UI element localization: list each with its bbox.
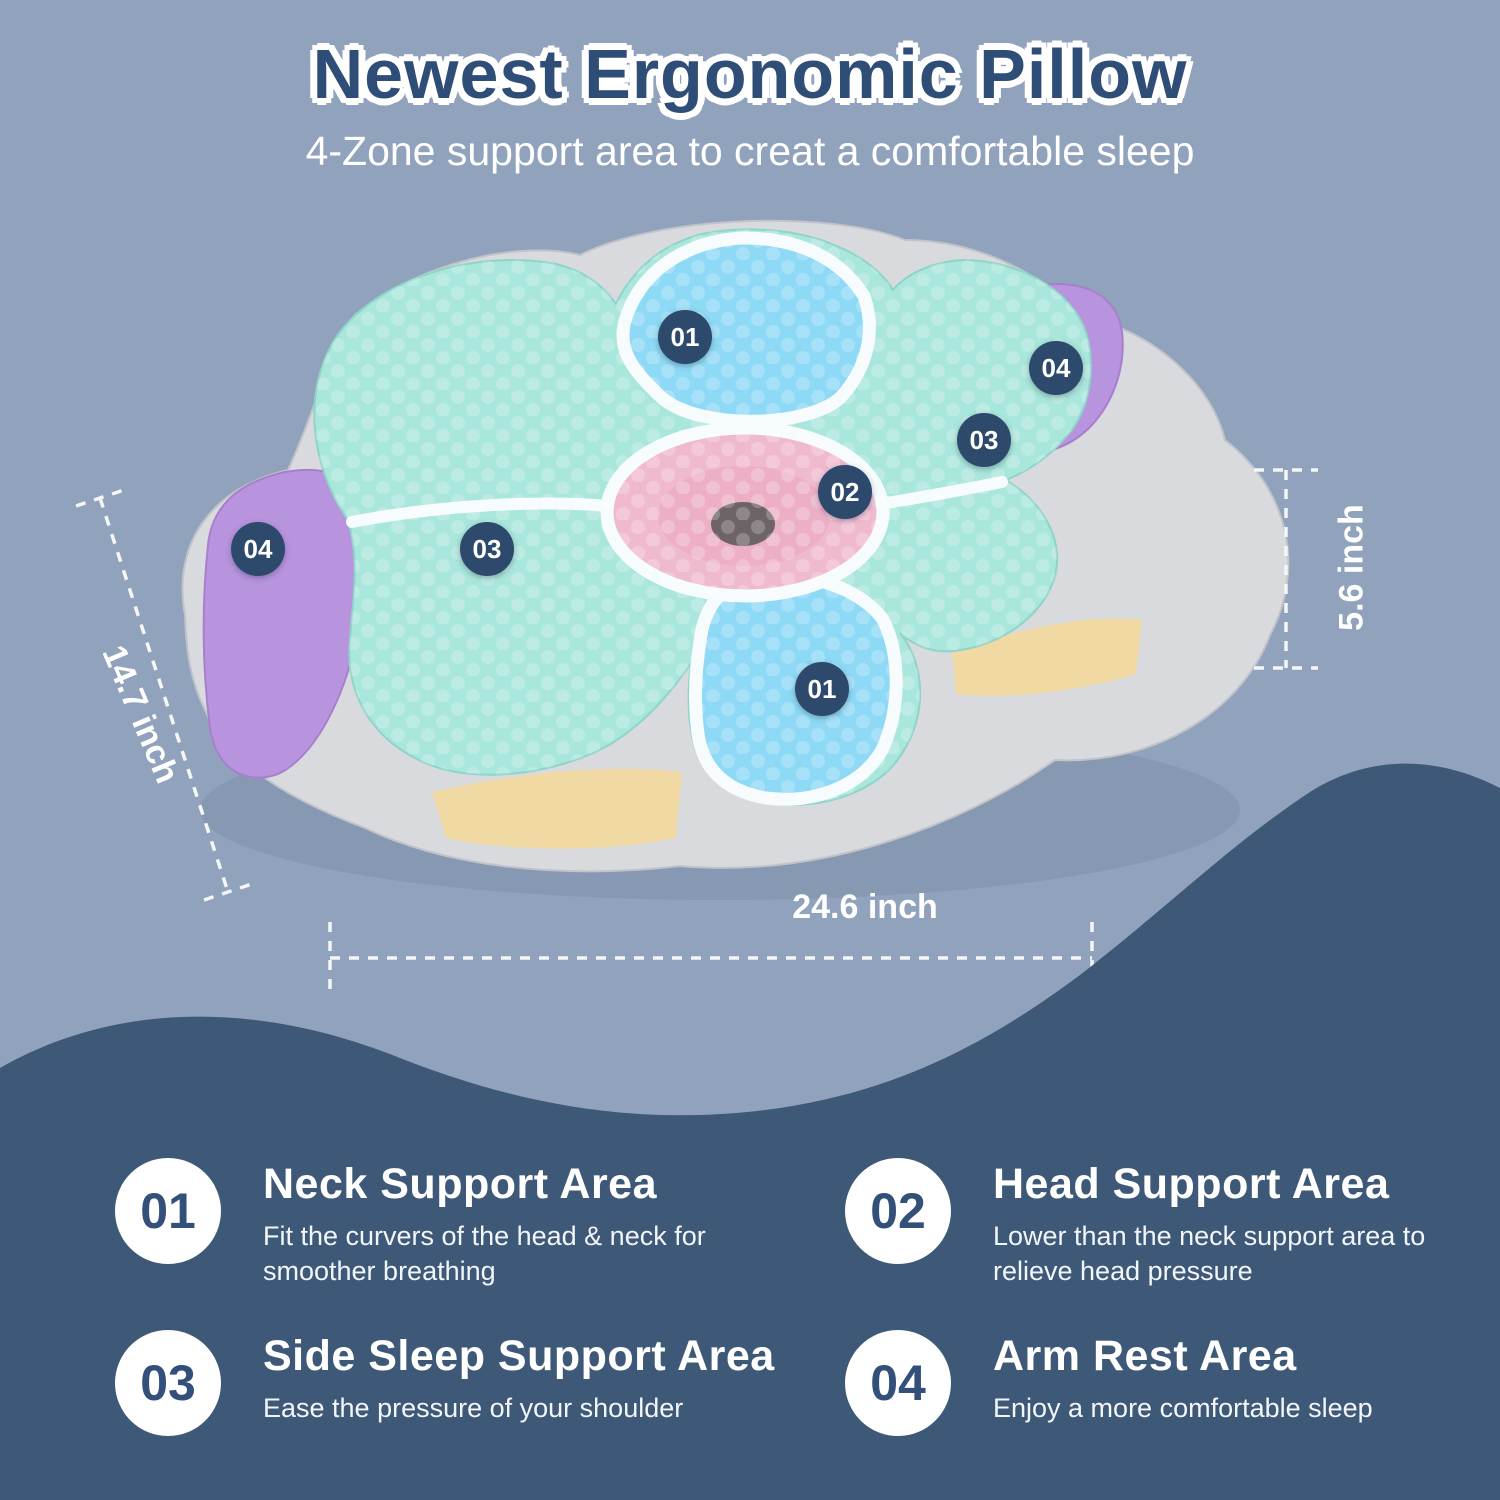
accent-patch-bottom [432, 768, 682, 849]
zone-badge-arm-left: 04 [231, 522, 285, 576]
quilt-texture-overlay [314, 229, 1091, 805]
zone-badge-side-right: 03 [957, 413, 1011, 467]
page-subtitle: 4-Zone support area to creat a comfortab… [305, 128, 1195, 174]
zone-badge-side-left: 03 [460, 522, 514, 576]
wave-background [0, 763, 1500, 1500]
dimension-label-width: 24.6 inch [792, 888, 938, 926]
dimension-label-height: 5.6 inch [1332, 504, 1371, 631]
dimension-line-depth [98, 497, 230, 893]
zone-badge-neck-bottom: 01 [795, 662, 849, 716]
zone-badge-head: 02 [818, 465, 872, 519]
zone-badge-arm-right: 04 [1029, 341, 1083, 395]
zone-badge-neck-top: 01 [658, 310, 712, 364]
header: Newest Ergonomic Pillow 4-Zone support a… [0, 34, 1500, 175]
page-title: Newest Ergonomic Pillow [312, 35, 1188, 113]
